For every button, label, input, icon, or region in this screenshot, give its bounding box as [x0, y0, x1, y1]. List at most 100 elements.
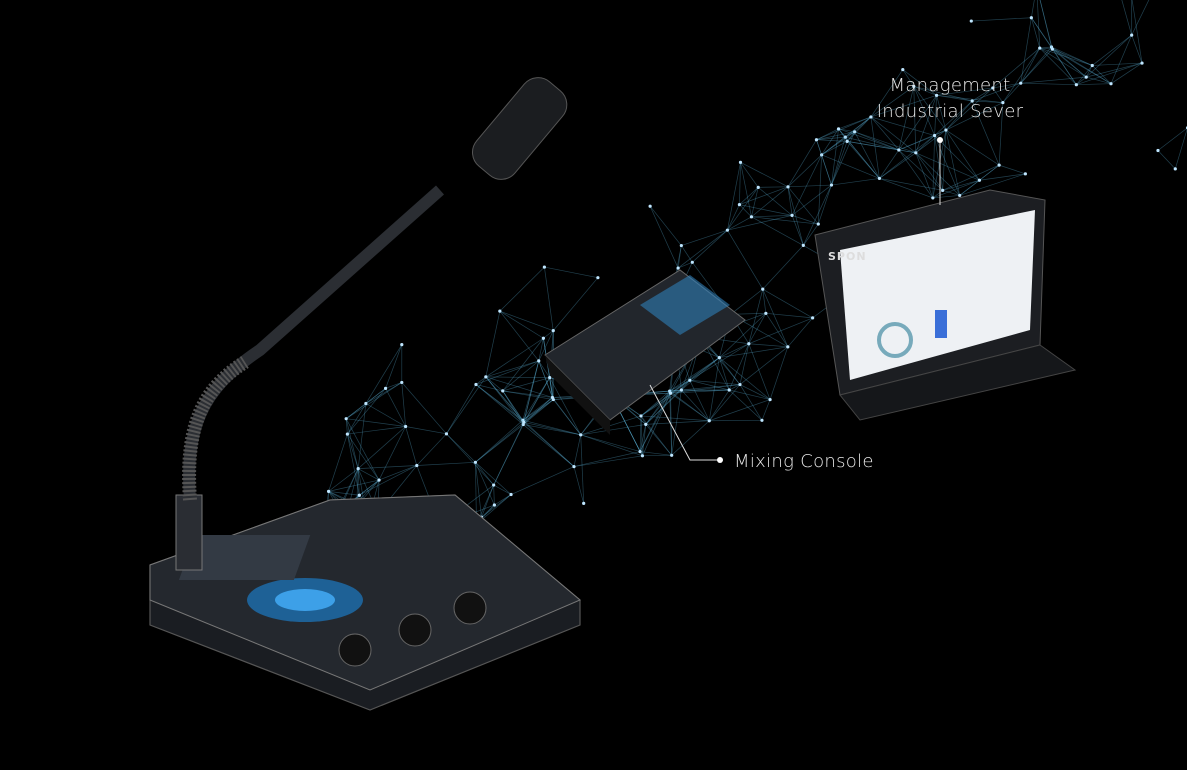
- network-link: [915, 152, 980, 181]
- network-link: [671, 420, 710, 456]
- network-link: [854, 116, 872, 133]
- network-link: [816, 136, 846, 141]
- network-node: [473, 460, 478, 464]
- network-node: [933, 133, 937, 138]
- network-link: [831, 137, 846, 186]
- network-link: [1002, 47, 1041, 103]
- network-link: [821, 131, 855, 156]
- network-link: [913, 86, 917, 153]
- network-link: [719, 343, 749, 358]
- network-link: [552, 277, 599, 331]
- network-link: [1039, 47, 1053, 50]
- network-link: [870, 116, 917, 154]
- network-link: [544, 267, 554, 331]
- network-link: [729, 384, 741, 391]
- network-link: [640, 392, 671, 417]
- network-node: [492, 483, 496, 487]
- network-link: [719, 357, 771, 400]
- network-link: [945, 129, 980, 181]
- network-link: [1085, 34, 1132, 78]
- network-link: [475, 384, 524, 425]
- network-link: [870, 116, 880, 179]
- network-node: [790, 213, 794, 217]
- network-link: [494, 494, 512, 506]
- network-node: [415, 463, 419, 468]
- network-link: [1052, 48, 1112, 85]
- network-link: [544, 266, 598, 279]
- network-node: [912, 84, 916, 88]
- network-link: [942, 179, 980, 191]
- network-node: [679, 243, 683, 248]
- network-node: [1156, 148, 1160, 153]
- network-link: [580, 434, 585, 504]
- network-link: [573, 455, 643, 467]
- network-link: [522, 360, 540, 425]
- network-node: [820, 153, 824, 157]
- network-node: [668, 391, 673, 395]
- network-link: [481, 494, 512, 518]
- network-link: [758, 187, 793, 216]
- network-link: [816, 139, 832, 186]
- network-node: [853, 130, 857, 134]
- network-link: [913, 86, 947, 131]
- network-node: [444, 432, 449, 436]
- network-node: [958, 193, 962, 198]
- network-link: [522, 377, 551, 425]
- network-link: [769, 346, 789, 400]
- network-link: [549, 377, 582, 435]
- network-link: [522, 419, 575, 467]
- network-node: [542, 265, 546, 269]
- network-link: [740, 162, 752, 217]
- network-link: [345, 382, 402, 419]
- network-link: [499, 310, 540, 362]
- network-link: [538, 330, 554, 362]
- network-link: [1051, 46, 1087, 78]
- mixing-console: [544, 269, 746, 435]
- network-link: [385, 388, 406, 427]
- network-link: [446, 433, 494, 486]
- server-label-line1: Management: [889, 75, 1011, 96]
- network-link: [708, 357, 720, 421]
- network-link: [817, 154, 822, 225]
- network-link: [671, 389, 682, 456]
- network-link: [475, 462, 482, 518]
- network-link: [481, 504, 495, 518]
- network-link: [999, 164, 1026, 175]
- network-node: [969, 19, 973, 23]
- network-node: [997, 163, 1001, 167]
- network-node: [400, 343, 404, 347]
- network-link: [357, 468, 380, 481]
- network-link: [365, 403, 406, 427]
- network-node: [1023, 172, 1027, 176]
- network-link: [817, 184, 832, 225]
- network-link: [1131, 35, 1143, 64]
- network-link: [791, 184, 832, 216]
- network-link: [347, 426, 406, 435]
- network-node: [498, 309, 502, 313]
- network-link: [553, 399, 582, 436]
- network-link: [739, 346, 789, 385]
- network-link: [936, 94, 973, 102]
- network-link: [1051, 46, 1077, 85]
- network-link: [915, 135, 935, 154]
- network-link: [642, 454, 672, 457]
- network-node: [484, 375, 488, 379]
- network-link: [719, 357, 741, 385]
- network-link: [972, 87, 994, 102]
- network-link: [879, 178, 933, 199]
- network-link: [345, 418, 380, 481]
- network-link: [639, 390, 670, 452]
- network-link: [689, 379, 730, 391]
- network-link: [475, 422, 524, 463]
- network-link: [831, 131, 855, 186]
- network-link: [681, 384, 741, 391]
- network-link: [485, 376, 524, 421]
- network-link: [538, 338, 544, 361]
- network-node: [551, 397, 555, 402]
- network-link: [522, 399, 554, 421]
- network-link: [959, 173, 1026, 196]
- network-link: [345, 403, 367, 419]
- network-node: [737, 203, 742, 207]
